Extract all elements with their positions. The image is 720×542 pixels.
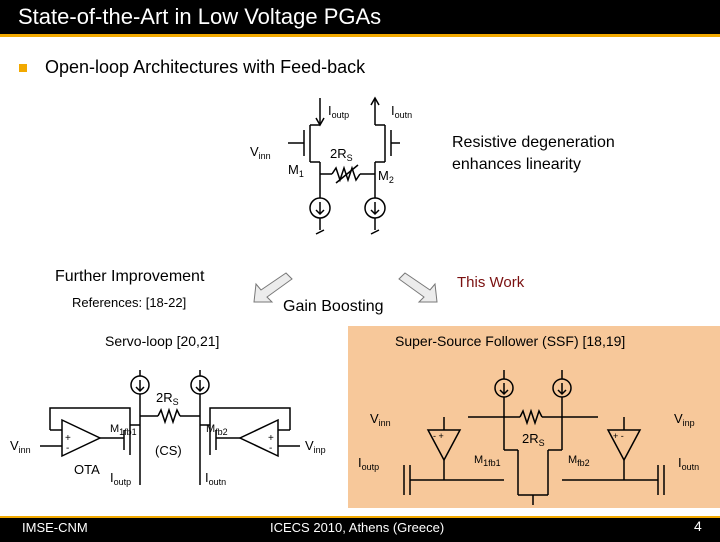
servo-rs-label: 2RS [156,390,179,407]
bullet-text: Open-loop Architectures with Feed-back [45,57,366,77]
top-ioutn-label: Ioutn [391,103,412,120]
servo-ioutp-label: Ioutp [110,470,131,487]
top-vinn-label: Vinn [250,144,271,161]
ssf-m1-label: M1fb1 [474,454,501,468]
servo-vinn-label: Vinn [10,438,31,455]
gain-boosting-label: Gain Boosting [283,298,384,315]
linearity-note: Resistive degeneration enhances linearit… [452,132,615,176]
ssf-ioutn-label: Ioutn [678,455,699,472]
ssf-m2-label: Mfb2 [568,454,590,468]
ssf-circuit: - + + - Vinn Vinp 2RS M1fb1 Mfb2 Ioutp I… [358,370,699,505]
footer-conference: ICECS 2010, Athens (Greece) [270,520,445,535]
servo-ioutn-label: Ioutn [205,470,226,487]
svg-text:- +: - + [433,431,444,441]
arrow-down-left-icon [253,272,293,303]
svg-text:-: - [269,443,272,454]
svg-text:+ -: + - [613,431,624,441]
servo-loop-title: Servo-loop [20,21] [105,333,220,349]
arrow-down-right-icon [398,272,438,303]
ssf-vinp-label: Vinp [674,411,695,428]
ssf-vinn-label: Vinn [370,411,391,428]
title-bar [0,0,720,37]
footer-bar [0,516,720,542]
top-circuit: Ioutp Ioutn Vinn 2RS M1 M2 [250,96,412,235]
svg-text:-: - [66,443,69,454]
ssf-title: Super-Source Follower (SSF) [18,19] [395,333,626,349]
servo-loop-circuit: + - + - Vinn Vinp OTA (CS) 2RS M1fb1 Mfb… [10,370,326,487]
servo-cs-label: (CS) [155,443,182,458]
this-work-label: This Work [457,274,525,291]
servo-ota-label: OTA [74,462,100,477]
references-label: References: [18-22] [72,295,187,310]
svg-text:+: + [65,433,71,444]
note-line-2: enhances linearity [452,156,581,173]
ssf-rs-label: 2RS [522,431,545,448]
servo-vinp-label: Vinp [305,438,326,455]
further-improvement-label: Further Improvement [55,268,205,285]
bullet-marker [19,64,27,72]
svg-text:+: + [268,433,274,444]
servo-m1-label: M1fb1 [110,423,137,437]
note-line-1: Resistive degeneration [452,134,615,151]
top-ioutp-label: Ioutp [328,103,349,120]
servo-m2-label: Mfb2 [206,423,228,437]
top-m2-label: M2 [378,168,394,185]
page-number: 4 [694,518,702,534]
ssf-ioutp-label: Ioutp [358,455,379,472]
footer-institution: IMSE-CNM [22,520,88,535]
top-rs-label: 2RS [330,146,353,163]
slide-title: State-of-the-Art in Low Voltage PGAs [18,4,382,29]
top-m1-label: M1 [288,162,304,179]
